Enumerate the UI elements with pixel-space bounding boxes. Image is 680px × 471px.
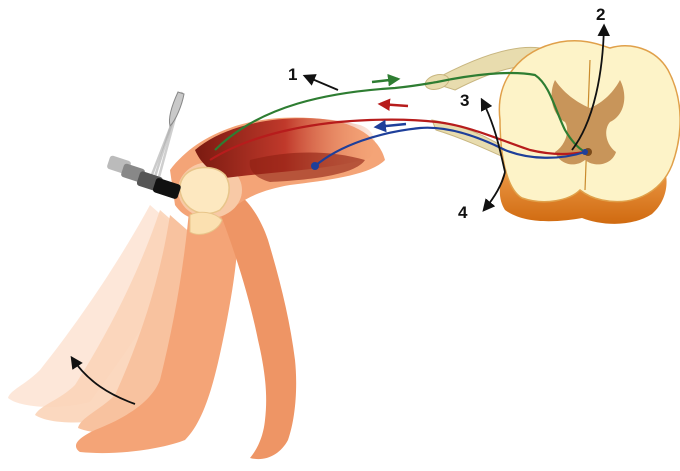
green-direction-arrow xyxy=(372,79,398,82)
reflex-hammer xyxy=(106,92,184,200)
label-2: 2 xyxy=(596,5,605,24)
arrow-1 xyxy=(305,76,338,90)
label-4: 4 xyxy=(458,203,468,222)
blue-direction-arrow xyxy=(376,124,406,127)
red-direction-arrow xyxy=(380,104,408,106)
label-3: 3 xyxy=(460,91,469,110)
synapse-node xyxy=(582,149,588,155)
label-1: 1 xyxy=(288,65,297,84)
fiber-terminal xyxy=(311,162,319,170)
spinal-cord-section xyxy=(499,41,680,224)
